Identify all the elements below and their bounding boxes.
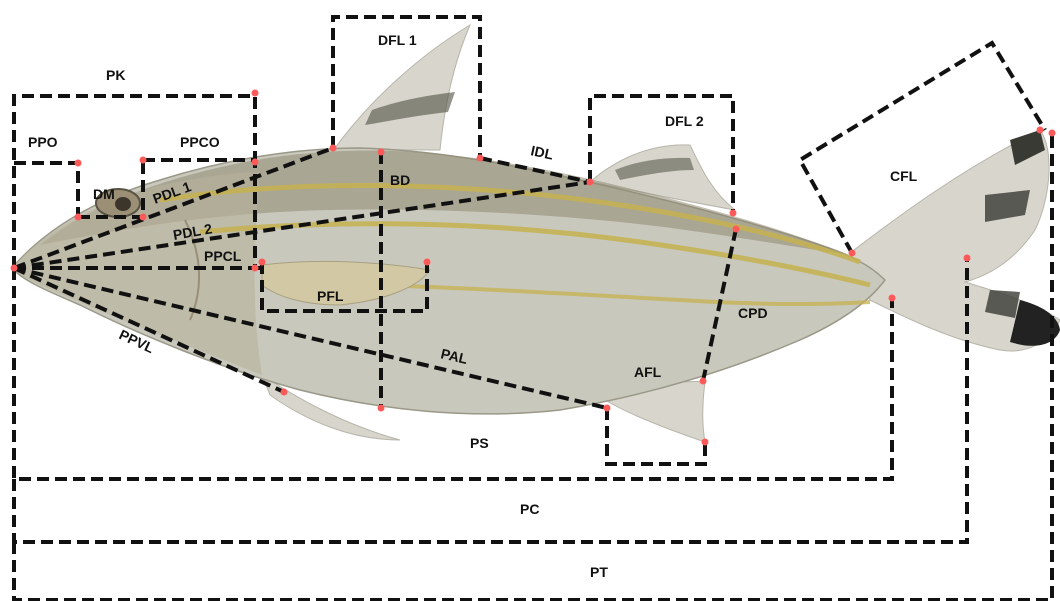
landmark-point [140, 157, 147, 164]
label-cpd: CPD [738, 305, 768, 321]
label-ps: PS [470, 435, 489, 451]
label-pk: PK [106, 67, 125, 83]
ppo-bracket [14, 163, 78, 217]
landmark-point [252, 159, 259, 166]
landmark-point [75, 214, 82, 221]
landmark-point [252, 265, 259, 272]
fish-illustration [12, 25, 1060, 442]
landmark-point [700, 378, 707, 385]
landmark-point [281, 389, 288, 396]
label-cfl: CFL [890, 168, 918, 184]
landmark-point [702, 439, 709, 446]
landmark-point [424, 259, 431, 266]
landmark-point [1049, 130, 1056, 137]
landmark-point [75, 160, 82, 167]
landmark-point [1037, 127, 1044, 134]
label-ppco: PPCO [180, 134, 220, 150]
landmark-point [477, 155, 484, 162]
landmark-point [733, 226, 740, 233]
landmark-point [140, 214, 147, 221]
label-dm: DM [93, 186, 115, 202]
label-ppo: PPO [28, 134, 58, 150]
landmark-point [730, 210, 737, 217]
landmark-point [11, 265, 18, 272]
label-ppcl: PPCL [204, 248, 242, 264]
label-bd: BD [390, 172, 410, 188]
landmark-point [604, 405, 611, 412]
landmark-point [587, 179, 594, 186]
label-afl: AFL [634, 364, 662, 380]
landmark-point [330, 145, 337, 152]
landmark-point [378, 405, 385, 412]
landmark-point [964, 255, 971, 262]
landmark-point [378, 149, 385, 156]
label-dfl1: DFL 1 [378, 32, 417, 48]
label-pt: PT [590, 564, 608, 580]
label-dfl2: DFL 2 [665, 113, 704, 129]
landmark-point [259, 259, 266, 266]
label-pfl: PFL [317, 288, 344, 304]
landmark-point [252, 90, 259, 97]
landmark-point [849, 250, 856, 257]
label-pc: PC [520, 501, 539, 517]
landmark-point [889, 295, 896, 302]
label-idl: IDL [529, 142, 555, 162]
fish-pupil [115, 197, 131, 211]
